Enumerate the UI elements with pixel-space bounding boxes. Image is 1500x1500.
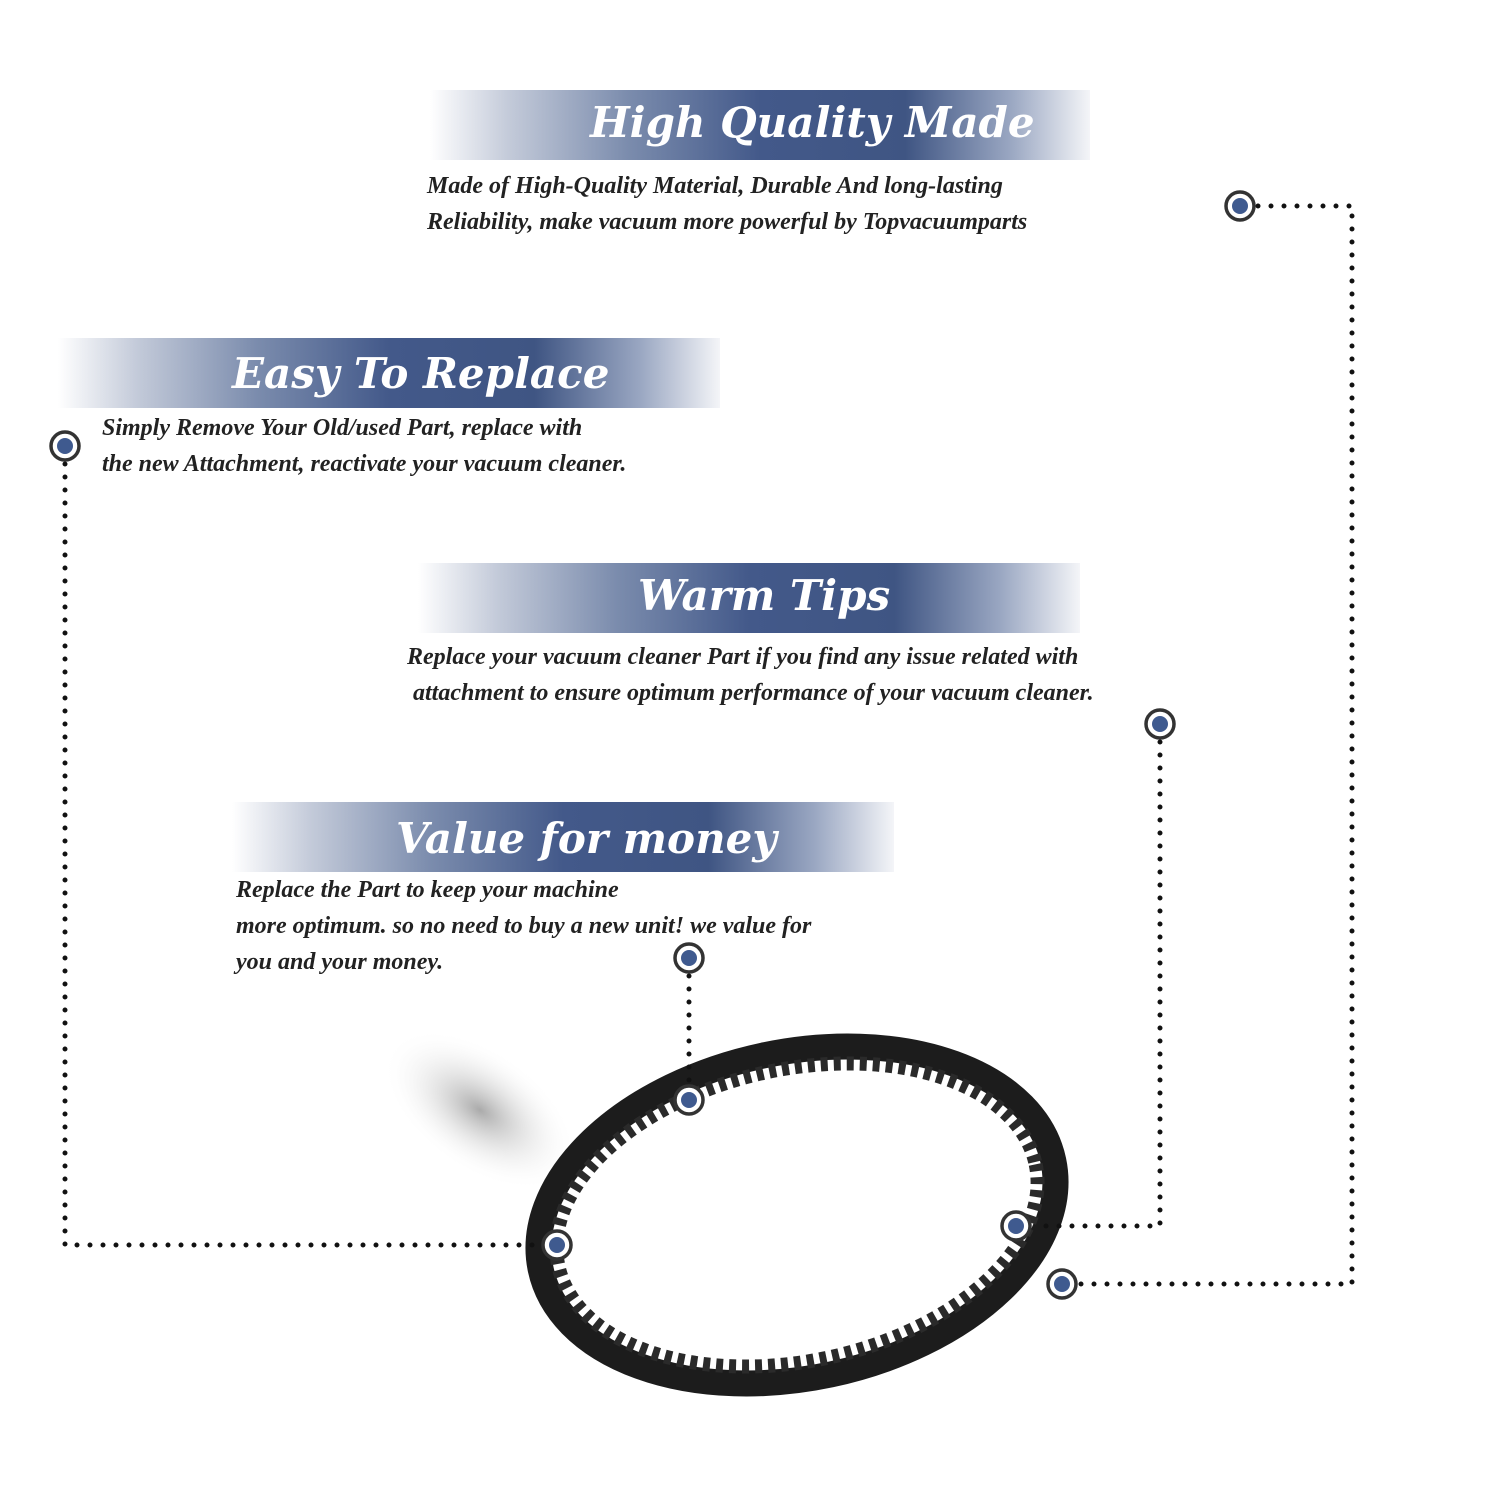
feature-title: High Quality Made — [590, 98, 1035, 147]
feature-title: Value for money — [396, 814, 777, 863]
description-line: Made of High-Quality Material, Durable A… — [427, 173, 1003, 199]
description-line: Reliability, make vacuum more powerful b… — [427, 209, 1028, 235]
feature-description: Simply Remove Your Old/used Part, replac… — [102, 410, 626, 482]
connector-easy-replace — [62, 461, 543, 1248]
feature-description: Replace your vacuum cleaner Part if you … — [407, 639, 1094, 711]
description-line: Replace the Part to keep your machine — [236, 877, 619, 903]
banner-high-quality: High Quality Made — [430, 90, 1090, 160]
feature-description: Made of High-Quality Material, Durable A… — [427, 168, 1027, 240]
description-line: you and your money. — [236, 949, 444, 975]
feature-description: Replace the Part to keep your machine mo… — [236, 872, 811, 980]
feature-title: Warm Tips — [638, 571, 891, 620]
timing-belt — [525, 1033, 1069, 1397]
connector-high-quality — [1077, 203, 1355, 1287]
description-line: more optimum. so no need to buy a new un… — [236, 913, 812, 939]
banner-warm-tips: Warm Tips — [418, 563, 1080, 633]
description-line: Simply Remove Your Old/used Part, replac… — [102, 415, 583, 441]
description-line: Replace your vacuum cleaner Part if you … — [407, 644, 1079, 670]
connector-warm-tips — [1031, 739, 1163, 1229]
belt-shadow — [383, 1030, 577, 1190]
banner-easy-replace: Easy To Replace — [58, 338, 720, 408]
feature-title: Easy To Replace — [232, 349, 610, 398]
banner-value-money: Value for money — [232, 802, 894, 872]
description-line: attachment to ensure optimum performance… — [407, 680, 1094, 706]
description-line: the new Attachment, reactivate your vacu… — [102, 451, 627, 477]
